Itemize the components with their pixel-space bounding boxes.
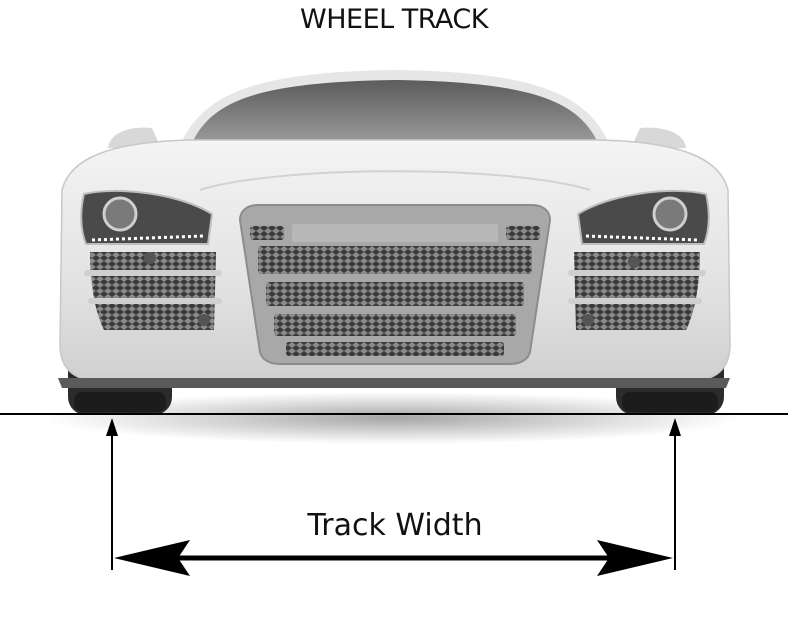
left-wheel-center-arrow (106, 418, 118, 570)
front-grille (238, 204, 552, 365)
left-air-intake (84, 252, 222, 330)
diagram-title: WHEEL TRACK (300, 4, 488, 35)
track-width-label: Track Width (307, 508, 483, 543)
front-splitter (58, 378, 730, 388)
windshield (192, 80, 598, 143)
double-headed-arrow-icon (114, 540, 673, 576)
arrow-up-icon (106, 418, 118, 436)
car-front-illustration (58, 70, 731, 388)
right-wheel-center-arrow (669, 418, 681, 570)
arrow-up-icon (669, 418, 681, 436)
right-air-intake (568, 252, 706, 330)
car-shadow (43, 392, 743, 444)
